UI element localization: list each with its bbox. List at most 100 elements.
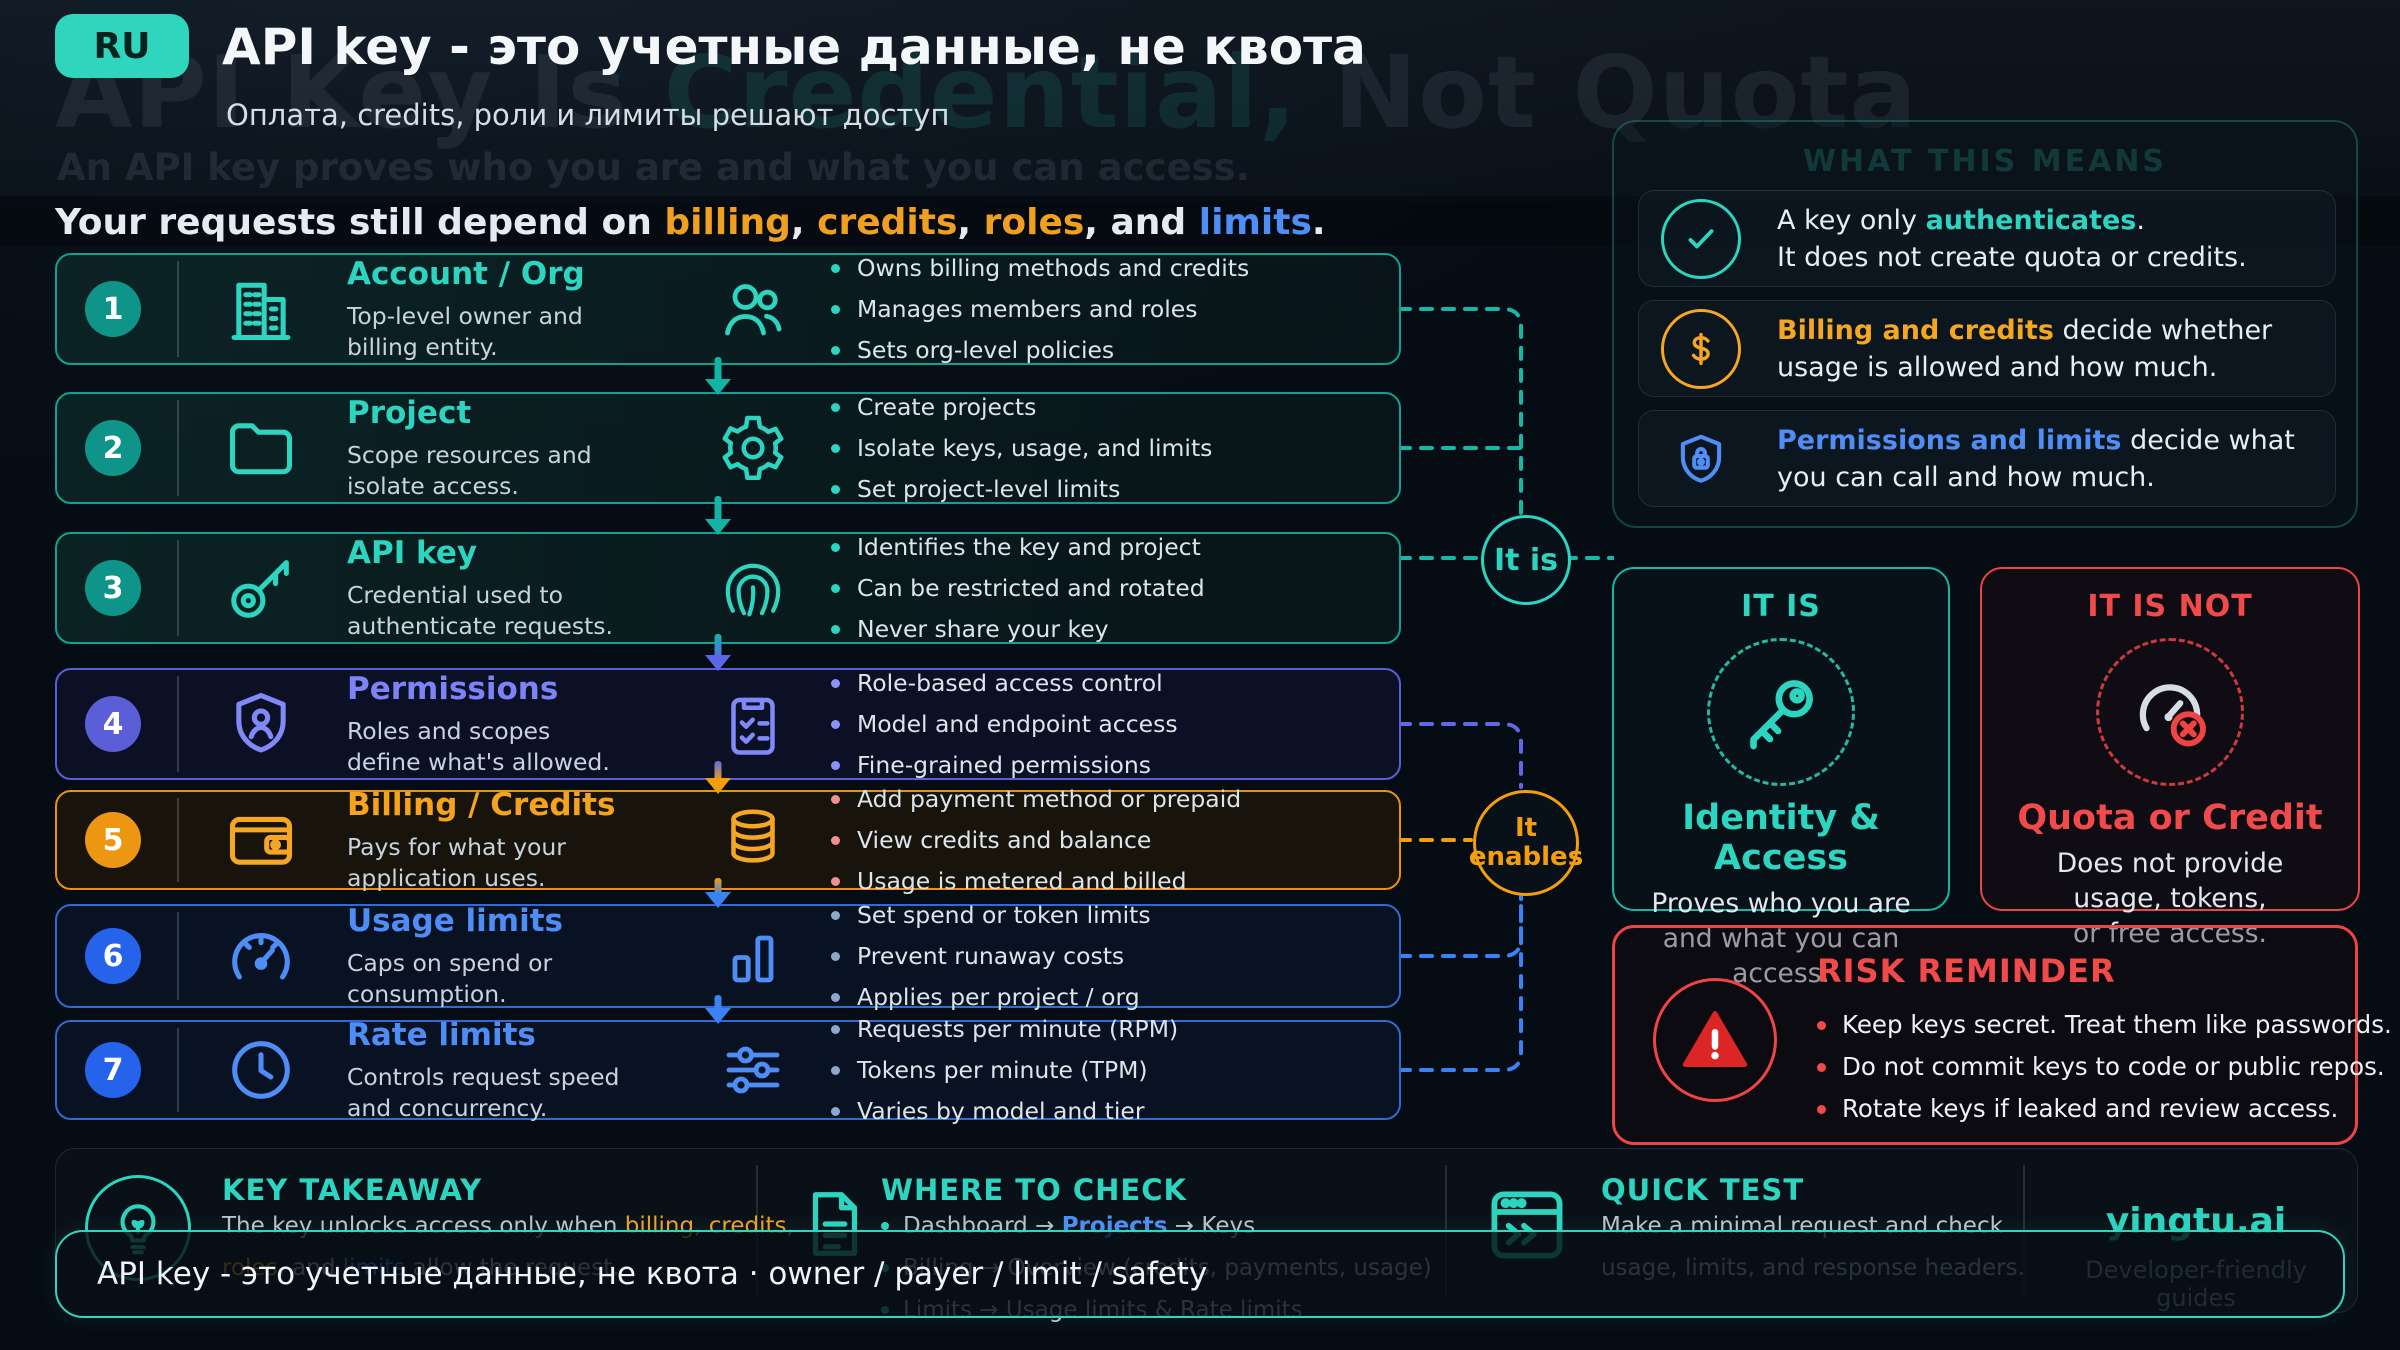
- row-description: Credential used to authenticate requests…: [347, 580, 614, 640]
- bullet-text: Create projects: [857, 392, 1037, 421]
- panel-body: Does not provide usage, tokens, or free …: [2056, 848, 2284, 949]
- bullet-dot: [831, 1024, 840, 1034]
- gauge-x-icon: [2096, 638, 2244, 786]
- row-text: Billing / Credits Pays for what your app…: [347, 787, 697, 894]
- bullet-dot: [831, 583, 840, 593]
- row-bullets: Role-based access control Model and endp…: [831, 663, 1178, 786]
- section-title-key-takeaway: KEY TAKEAWAY: [222, 1173, 483, 1207]
- row-text: Permissions Roles and scopes define what…: [347, 671, 697, 778]
- row-description: Scope resources and isolate access.: [347, 440, 592, 500]
- bullet-dot: [831, 1065, 840, 1075]
- bullet: View credits and balance: [831, 820, 1241, 861]
- row-api-key: 3 API key Credential used to authenticat…: [55, 532, 1401, 644]
- watermark-subtitle: An API key proves who you are and what y…: [57, 146, 1250, 189]
- bullet: Tokens per minute (TPM): [831, 1050, 1178, 1091]
- shield-user-icon: [223, 686, 299, 762]
- row-bullets: Create projects Isolate keys, usage, and…: [831, 387, 1212, 510]
- panel-title: IT IS NOT: [2087, 589, 2253, 624]
- bullet-text: Tokens per minute (TPM): [857, 1055, 1148, 1084]
- it-is-node: It is: [1481, 515, 1571, 605]
- row-billing-credits: 5 Billing / Credits Pays for what your a…: [55, 785, 1401, 895]
- down-arrow-icon: [705, 761, 731, 794]
- row-title: Permissions: [347, 670, 559, 707]
- row-divider: [177, 912, 179, 1000]
- row-divider: [177, 798, 179, 882]
- bullet-dot: [881, 1222, 889, 1230]
- bullet: Isolate keys, usage, and limits: [831, 428, 1212, 469]
- bullet-dot: [831, 794, 840, 804]
- bullet-text: Manages members and roles: [857, 294, 1198, 323]
- row-text: Project Scope resources and isolate acce…: [347, 395, 697, 502]
- risk-bullets: Keep keys secret. Treat them like passwo…: [1817, 1004, 2392, 1130]
- fingerprint-icon: [717, 552, 789, 624]
- building-icon: [223, 271, 299, 347]
- card-text: A key only authenticates. It does not cr…: [1777, 204, 2247, 273]
- down-arrow-icon: [705, 878, 731, 908]
- bullet-text: Sets org-level policies: [857, 335, 1115, 364]
- node-label: It: [1514, 813, 1538, 843]
- bullet: Applies per project / org: [831, 977, 1151, 1018]
- folder-icon: [223, 410, 299, 486]
- bullet: Role-based access control: [831, 663, 1178, 704]
- row-title: Project: [347, 394, 472, 431]
- row-text: API key Credential used to authenticate …: [347, 535, 697, 642]
- bullet: Fine-grained permissions: [831, 745, 1178, 786]
- row-title: Account / Org: [347, 255, 585, 292]
- bullet-text: Prevent runaway costs: [857, 941, 1125, 970]
- bullet-text: Keep keys secret. Treat them like passwo…: [1842, 1010, 2392, 1039]
- row-description: Top-level owner and billing entity.: [347, 301, 583, 361]
- bullet: Model and endpoint access: [831, 704, 1178, 745]
- bullet: Set spend or token limits: [831, 895, 1151, 936]
- node-label: enables: [1468, 842, 1584, 872]
- step-number: 2: [85, 420, 141, 476]
- bullet-dot: [1817, 1062, 1826, 1072]
- row-text: Rate limits Controls request speed and c…: [347, 1017, 697, 1124]
- key-icon: [223, 550, 299, 626]
- bullet-dot: [831, 304, 840, 314]
- bullet-text: Fine-grained permissions: [857, 750, 1151, 779]
- gear-icon: [717, 412, 789, 484]
- sliders-icon: [717, 1034, 789, 1106]
- bullet-text: Varies by model and tier: [857, 1096, 1145, 1125]
- row-divider: [177, 676, 179, 772]
- card-billing: Billing and credits decide whether usage…: [1638, 300, 2336, 397]
- bullet-dot: [831, 1106, 840, 1116]
- bullet-dot: [831, 484, 840, 494]
- row-bullets: Owns billing methods and credits Manages…: [831, 248, 1249, 371]
- bullet-dot: [831, 760, 840, 770]
- bullet-dot: [831, 992, 840, 1002]
- row-usage-limits: 6 Usage limits Caps on spend or consumpt…: [55, 901, 1401, 1011]
- bullet-text: Applies per project / org: [857, 982, 1140, 1011]
- bullet: Never share your key: [831, 609, 1205, 650]
- bar-chart-icon: [717, 920, 789, 992]
- users-icon: [717, 273, 789, 345]
- row-divider: [177, 540, 179, 636]
- down-arrow-icon: [705, 634, 731, 671]
- bullet: Owns billing methods and credits: [831, 248, 1249, 289]
- row-project: 2 Project Scope resources and isolate ac…: [55, 392, 1401, 504]
- bullet-dot: [831, 542, 840, 552]
- bullet: Identifies the key and project: [831, 527, 1205, 568]
- row-title: Billing / Credits: [347, 786, 616, 823]
- down-arrow-icon: [705, 995, 731, 1024]
- check-circle-icon: [1661, 198, 1741, 279]
- row-title: Rate limits: [347, 1016, 536, 1053]
- bullet-text: Owns billing methods and credits: [857, 253, 1250, 282]
- card-text: Permissions and limits decide what you c…: [1777, 424, 2295, 493]
- bullet-dot: [831, 835, 840, 845]
- bullet-text: Set spend or token limits: [857, 900, 1151, 929]
- page-title: API key - это учетные данные, не квота: [222, 18, 1366, 76]
- what-this-means-panel: WHAT THIS MEANS A key only authenticates…: [1612, 120, 2358, 528]
- shield-lock-icon: [1661, 419, 1741, 499]
- it-is-panel: IT IS Identity & Access Proves who you a…: [1612, 567, 1950, 989]
- bullet: Do not commit keys to code or public rep…: [1817, 1046, 2392, 1088]
- down-arrow-icon: [705, 357, 731, 395]
- bullet-dot: [831, 678, 840, 688]
- bullet-text: Do not commit keys to code or public rep…: [1842, 1052, 2385, 1081]
- row-description: Caps on spend or consumption.: [347, 948, 553, 1008]
- panel-heading: Identity & Access: [1682, 798, 1880, 878]
- database-icon: [717, 804, 789, 876]
- bullet-dot: [831, 624, 840, 634]
- bullet-text: Never share your key: [857, 614, 1109, 643]
- bullet-dot: [831, 951, 840, 961]
